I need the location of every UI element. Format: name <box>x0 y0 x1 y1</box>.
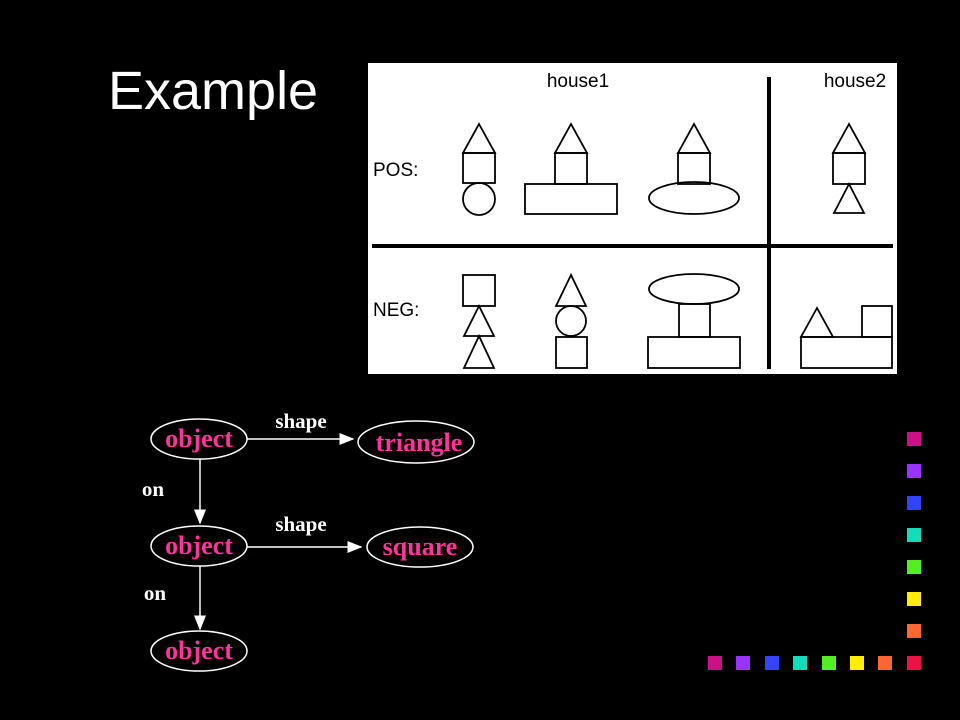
deco-square-horizontal <box>708 656 722 670</box>
deco-square-horizontal <box>764 656 779 670</box>
neg-house1-stack-2 <box>554 272 588 369</box>
node-label: triangle <box>376 428 463 457</box>
deco-square-vertical <box>907 592 921 606</box>
deco-square-horizontal <box>821 656 836 670</box>
deco-square-vertical <box>907 624 921 638</box>
figure-drawing: house1 house2 POS: NEG: <box>372 71 893 369</box>
semantic-graph: shape on shape on object triangle object… <box>142 409 475 672</box>
neg-house1-stack-3 <box>647 273 741 369</box>
edge-label-shape-2: shape <box>275 512 326 536</box>
deco-square-vertical <box>907 432 921 446</box>
node-object-1: object <box>150 418 248 460</box>
deco-square-vertical <box>907 560 921 574</box>
row-label-neg: NEG: <box>373 300 419 321</box>
node-label: object <box>165 531 233 560</box>
node-label: square <box>383 532 458 561</box>
deco-square-vertical <box>907 496 921 510</box>
node-square: square <box>366 526 474 568</box>
deco-square-horizontal <box>793 656 808 670</box>
deco-square-horizontal <box>850 656 864 670</box>
node-object-3: object <box>150 630 248 672</box>
pos-house2-stack <box>831 122 867 214</box>
deco-square-vertical <box>907 528 921 542</box>
deco-square-horizontal <box>878 656 893 670</box>
edge-label-on-1: on <box>142 477 165 501</box>
neg-house1-stack-1 <box>462 274 496 369</box>
pos-neg-figure: house1 house2 POS: NEG: <box>368 63 897 374</box>
node-label: object <box>165 424 233 453</box>
pos-house1-stack-3 <box>648 122 740 215</box>
edge-label-on-2: on <box>144 581 167 605</box>
slide-title: Example <box>108 61 319 121</box>
deco-square-vertical <box>907 464 921 478</box>
node-object-2: object <box>150 525 248 567</box>
deco-square-horizontal <box>906 656 921 670</box>
column-header-house1: house1 <box>547 71 609 92</box>
column-header-house2: house2 <box>824 71 886 92</box>
pos-house1-stack-2 <box>524 122 618 215</box>
edge-label-shape-1: shape <box>275 409 326 433</box>
pos-house1-stack-1 <box>461 122 497 216</box>
deco-square-horizontal <box>736 656 751 670</box>
neg-house2-stack <box>799 305 893 369</box>
node-label: object <box>165 636 233 665</box>
row-label-pos: POS: <box>373 160 418 181</box>
node-triangle: triangle <box>357 420 475 464</box>
